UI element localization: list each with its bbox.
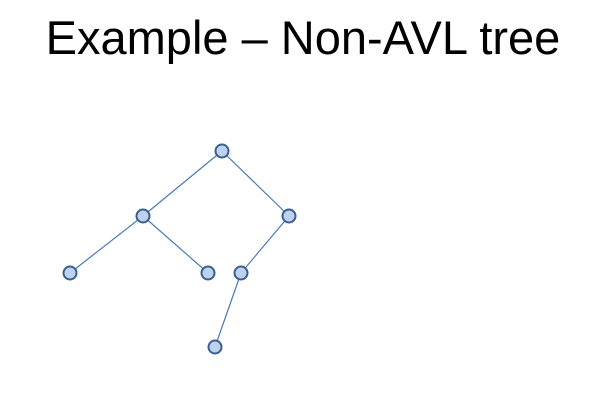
- tree-edges: [69, 150, 290, 348]
- tree-edge-root-right-to-right-left: [240, 215, 290, 274]
- tree-edge-right-left-to-right-left-left-leaf: [214, 272, 242, 348]
- tree-edge-root-left-to-left-left-leaf: [69, 215, 144, 274]
- tree-node-right-left: [233, 265, 249, 281]
- tree-node-right-left-left-leaf: [207, 339, 223, 355]
- tree-nodes: [62, 143, 297, 355]
- tree-edge-root-to-root-left: [142, 150, 223, 217]
- tree-node-root-left: [135, 208, 151, 224]
- tree-node-root-right: [281, 208, 297, 224]
- tree-edge-root-left-to-left-right-leaf: [142, 215, 209, 274]
- tree-node-left-left-leaf: [62, 265, 78, 281]
- tree-node-root: [214, 143, 230, 159]
- slide-title: Example – Non-AVL tree: [45, 11, 561, 64]
- tree-node-left-right-leaf: [200, 265, 216, 281]
- tree-edge-root-to-root-right: [221, 150, 290, 217]
